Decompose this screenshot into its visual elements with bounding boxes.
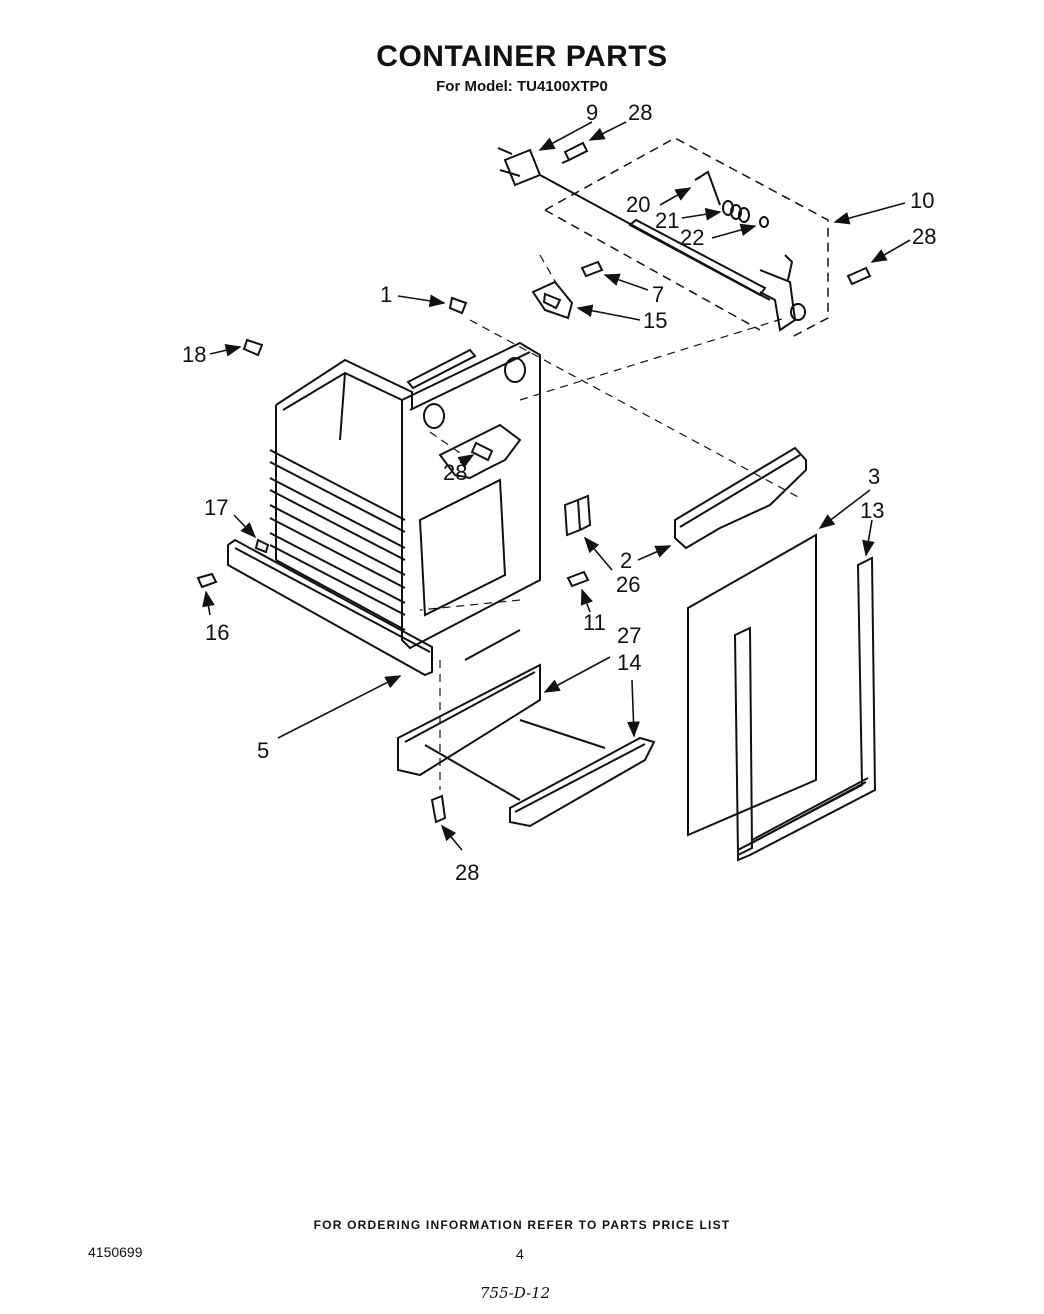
spring-assembly-part (694, 170, 769, 228)
callout-21: 21 (655, 208, 679, 233)
callout-28: 28 (628, 100, 652, 125)
hinge-clip-part-26 (563, 494, 592, 537)
handwritten-code: 755-D-12 (480, 1284, 551, 1302)
callout-1: 1 (380, 282, 392, 307)
latch-rod-part (628, 218, 806, 332)
callout-28: 28 (912, 224, 936, 249)
callout-9: 9 (586, 100, 598, 125)
screw-part-28d (430, 794, 447, 824)
callout-22: 22 (680, 225, 704, 250)
dashed-leader-lines (419, 254, 801, 790)
lower-bracket-part-27 (397, 629, 541, 777)
callout-5: 5 (257, 738, 269, 763)
handle-part-14 (424, 719, 656, 828)
page-title: CONTAINER PARTS (376, 40, 668, 73)
callout-7: 7 (652, 282, 664, 307)
ordering-info-note: FOR ORDERING INFORMATION REFER TO PARTS … (313, 1218, 731, 1232)
screw-part-28a (561, 141, 589, 164)
container-body-part (269, 341, 541, 650)
hinge-plate-part-2 (674, 446, 807, 550)
callout-28: 28 (443, 460, 467, 485)
model-subtitle: For Model: TU4100XTP0 (436, 78, 608, 95)
screw-part-11 (566, 570, 590, 588)
callout-26: 26 (616, 572, 640, 597)
callout-16: 16 (205, 620, 229, 645)
document-number: 4150699 (88, 1244, 143, 1260)
callout-27: 27 (617, 623, 641, 648)
callout-labels: 9 28 20 21 22 10 28 1 7 15 18 28 3 13 17… (182, 100, 936, 885)
callout-28: 28 (455, 860, 479, 885)
screw-part-18 (242, 338, 264, 357)
bracket-part-15 (531, 280, 574, 320)
callout-10: 10 (910, 188, 934, 213)
callout-13: 13 (860, 498, 884, 523)
base-strip-part-5 (227, 538, 433, 677)
screw-part-7 (580, 260, 604, 278)
screw-part-28b (846, 266, 872, 286)
screw-part-16 (196, 572, 218, 589)
callout-3: 3 (868, 464, 880, 489)
gasket-frame-part-13 (733, 556, 877, 862)
callout-15: 15 (643, 308, 667, 333)
callout-20: 20 (626, 192, 650, 217)
leader-arrows (202, 121, 911, 851)
page-number: 4 (516, 1246, 524, 1262)
callout-14: 14 (617, 650, 641, 675)
callout-2: 2 (620, 548, 632, 573)
clip-part-17 (254, 538, 270, 554)
hinge-bracket-part (497, 147, 771, 301)
screw-part-28c (470, 441, 494, 462)
callout-11: 11 (583, 610, 606, 635)
screw-part-1 (448, 296, 468, 315)
assembly-dashed-outline (544, 137, 829, 339)
door-panel-part-3 (687, 533, 817, 837)
callout-18: 18 (182, 342, 206, 367)
callout-17: 17 (204, 495, 228, 520)
